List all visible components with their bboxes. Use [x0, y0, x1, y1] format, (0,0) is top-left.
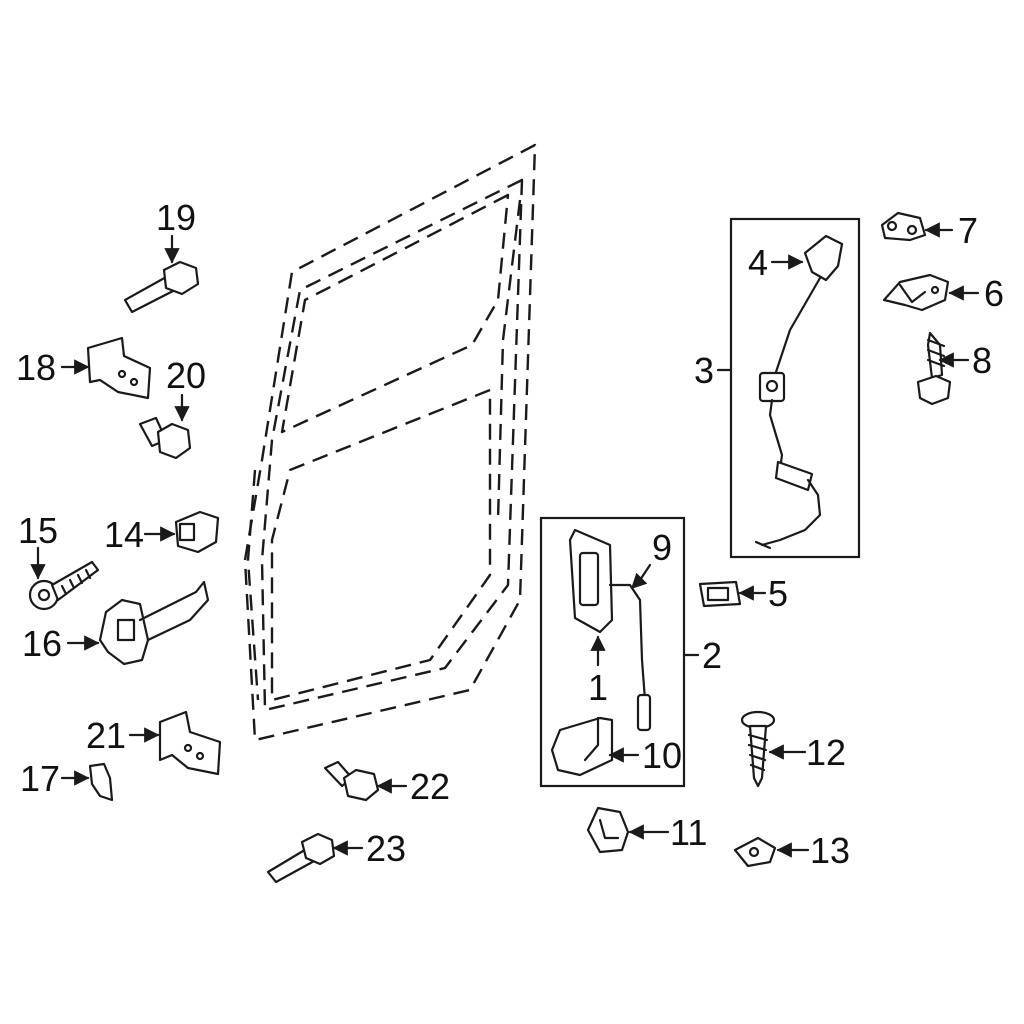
callout-17: 17 — [20, 758, 60, 799]
cable-end-clip — [803, 234, 844, 282]
callout-10: 10 — [642, 735, 682, 776]
callout-15: 15 — [18, 510, 58, 551]
callout-3: 3 — [694, 350, 714, 391]
callout-21: 21 — [86, 715, 126, 756]
callout-14: 14 — [104, 514, 144, 555]
callout-8: 8 — [972, 340, 992, 381]
part-18-hinge-bracket — [86, 336, 152, 400]
part-22-bolt — [323, 760, 380, 802]
cable-lower-clip — [774, 460, 814, 492]
part-8-bumper-screw — [916, 331, 952, 406]
part-7-plate — [880, 211, 927, 242]
callout-9: 9 — [652, 527, 672, 568]
part-6-bracket — [882, 273, 950, 312]
callout-labels: 1 2 3 4 5 6 7 8 9 10 11 12 13 14 15 16 1… — [16, 197, 1004, 871]
part-16-check-arm — [98, 580, 210, 666]
callout-11: 11 — [670, 812, 707, 853]
callout-18: 18 — [16, 347, 56, 388]
callout-16: 16 — [22, 623, 62, 664]
callout-23: 23 — [366, 828, 406, 869]
sliding-door-outline — [243, 143, 537, 742]
latch-housing — [550, 716, 614, 777]
callout-1: 1 — [588, 667, 608, 708]
part-14-clip — [174, 510, 220, 554]
part-15-screw — [28, 560, 100, 611]
part-21-hinge-bracket — [158, 710, 222, 776]
part-17-clip — [88, 762, 114, 802]
callout-13: 13 — [810, 830, 850, 871]
callout-5: 5 — [768, 573, 788, 614]
handle-assembly-group — [539, 516, 686, 788]
part-19-bolt — [123, 260, 200, 314]
leader-arrows — [30, 222, 980, 858]
part-20-bolt — [138, 416, 192, 460]
callout-4: 4 — [748, 242, 768, 283]
callout-6: 6 — [984, 273, 1004, 314]
callout-22: 22 — [410, 766, 450, 807]
callout-20: 20 — [166, 355, 206, 396]
part-11-striker — [586, 806, 630, 854]
callout-12: 12 — [806, 732, 846, 773]
callout-19: 19 — [156, 197, 196, 238]
rod-end — [636, 693, 652, 732]
callout-7: 7 — [958, 210, 978, 251]
part-13-shim — [733, 836, 777, 868]
part-23-bolt — [266, 832, 336, 884]
part-5-pad — [698, 580, 742, 608]
part-12-screw — [740, 710, 776, 788]
callout-2: 2 — [702, 635, 722, 676]
cable-assembly-group — [729, 217, 861, 559]
